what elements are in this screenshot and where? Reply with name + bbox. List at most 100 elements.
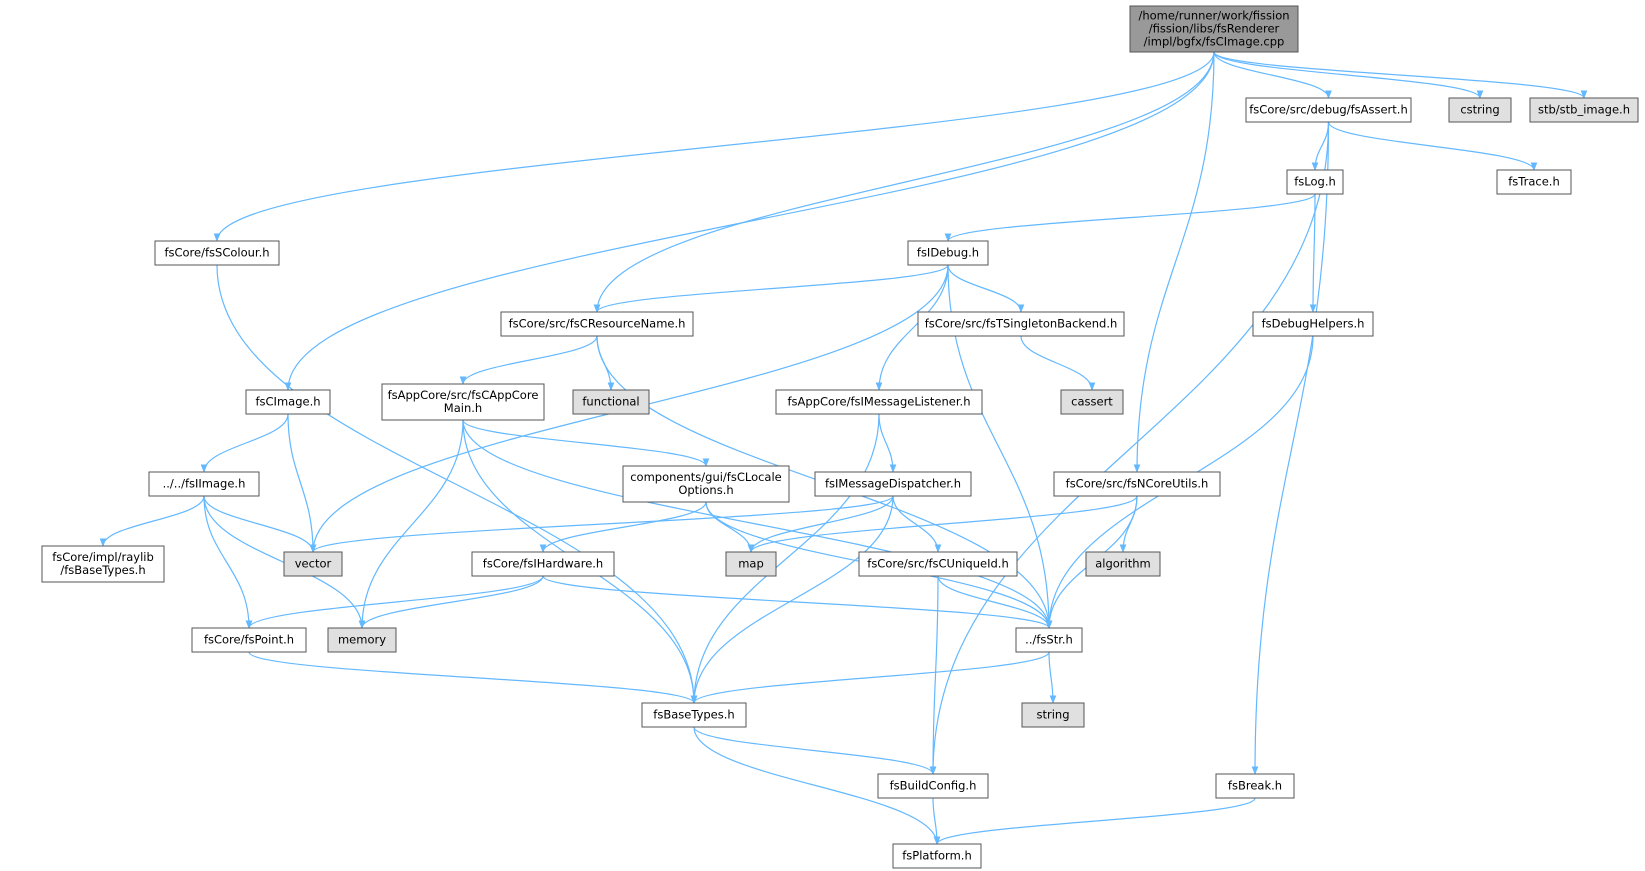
node-log[interactable]: fsLog.h bbox=[1286, 169, 1344, 195]
node-box-scolour bbox=[154, 240, 280, 266]
edge-root-to-cimage bbox=[284, 51, 1215, 391]
edge-iimage-to-vector bbox=[203, 495, 317, 553]
node-box-str bbox=[1015, 627, 1083, 653]
node-box-algorithm bbox=[1085, 551, 1161, 577]
edge-assert-to-break bbox=[1251, 121, 1330, 775]
node-label-functional-line-0: functional bbox=[582, 395, 639, 409]
edge-root-to-resname bbox=[593, 51, 1215, 313]
node-ncoreutils[interactable]: fsCore/src/fsNCoreUtils.h bbox=[1053, 471, 1221, 497]
edge-assert-to-log bbox=[1311, 121, 1330, 171]
node-label-debughelpers-line-0: fsDebugHelpers.h bbox=[1262, 317, 1365, 331]
node-label-assert-line-0: fsCore/src/debug/fsAssert.h bbox=[1249, 103, 1407, 117]
node-label-str-line-0: ../fsStr.h bbox=[1025, 633, 1073, 647]
edge-locale-to-ihardware bbox=[539, 501, 707, 553]
node-box-assert bbox=[1245, 97, 1412, 123]
node-vector: vector bbox=[283, 551, 343, 577]
node-label-map-line-0: map bbox=[738, 557, 764, 571]
node-assert[interactable]: fsCore/src/debug/fsAssert.h bbox=[1245, 97, 1412, 123]
node-box-debughelpers bbox=[1252, 311, 1374, 337]
node-str[interactable]: ../fsStr.h bbox=[1015, 627, 1083, 653]
node-buildconfig[interactable]: fsBuildConfig.h bbox=[877, 773, 989, 799]
node-box-basetypes bbox=[641, 702, 747, 728]
node-label-appcore-line-1: Main.h bbox=[444, 401, 482, 415]
edge-str-to-basetypes bbox=[690, 651, 1050, 704]
node-label-raylib-line-1: /fsBaseTypes.h bbox=[60, 563, 145, 577]
node-basetypes[interactable]: fsBaseTypes.h bbox=[641, 702, 747, 728]
node-stbimage: stb/stb_image.h bbox=[1529, 97, 1639, 123]
node-label-idebug-line-0: fsIDebug.h bbox=[917, 246, 979, 260]
node-point[interactable]: fsCore/fsPoint.h bbox=[191, 627, 307, 653]
node-box-cassert bbox=[1060, 389, 1124, 415]
node-label-platform-line-0: fsPlatform.h bbox=[902, 849, 971, 863]
edge-appcore-to-str bbox=[462, 419, 1053, 629]
node-box-singleton bbox=[917, 311, 1125, 337]
node-label-appcore-line-0: fsAppCore/src/fsCAppCore bbox=[388, 388, 539, 402]
node-label-root-line-0: /home/runner/work/fission bbox=[1138, 9, 1289, 23]
edge-iimage-to-raylib bbox=[99, 495, 205, 547]
node-label-ncoreutils-line-0: fsCore/src/fsNCoreUtils.h bbox=[1066, 477, 1209, 491]
edge-idebug-to-msglistener bbox=[875, 264, 949, 391]
node-box-buildconfig bbox=[877, 773, 989, 799]
edge-cimage-to-vector bbox=[287, 413, 317, 553]
node-label-log-line-0: fsLog.h bbox=[1294, 175, 1336, 189]
node-cimage[interactable]: fsCImage.h bbox=[245, 389, 331, 415]
node-box-msgdisp bbox=[814, 471, 972, 497]
edge-root-to-stbimage bbox=[1213, 51, 1588, 99]
edge-idebug-to-resname bbox=[593, 264, 949, 313]
node-uniqueid[interactable]: fsCore/src/fsCUniqueId.h bbox=[858, 551, 1018, 577]
node-debughelpers[interactable]: fsDebugHelpers.h bbox=[1252, 311, 1374, 337]
node-box-map bbox=[725, 551, 777, 577]
node-idebug[interactable]: fsIDebug.h bbox=[907, 240, 989, 266]
node-box-string bbox=[1021, 702, 1085, 728]
edge-msglistener-to-msgdisp bbox=[878, 413, 897, 473]
edge-root-to-cstring bbox=[1213, 51, 1484, 99]
node-box-resname bbox=[500, 311, 694, 337]
edge-resname-to-appcore bbox=[459, 335, 598, 385]
edge-str-to-string bbox=[1048, 651, 1057, 704]
node-box-point bbox=[191, 627, 307, 653]
edge-break-to-platform bbox=[933, 797, 1256, 845]
node-platform[interactable]: fsPlatform.h bbox=[892, 843, 982, 869]
node-box-cimage bbox=[245, 389, 331, 415]
node-string: string bbox=[1021, 702, 1085, 728]
edge-assert-to-buildconfig bbox=[929, 121, 1330, 775]
node-box-appcore bbox=[381, 383, 545, 421]
node-msgdisp[interactable]: fsIMessageDispatcher.h bbox=[814, 471, 972, 497]
edge-point-to-basetypes bbox=[248, 651, 698, 704]
node-label-uniqueid-line-0: fsCore/src/fsCUniqueId.h bbox=[867, 557, 1008, 571]
node-label-basetypes-line-0: fsBaseTypes.h bbox=[653, 708, 734, 722]
node-label-singleton-line-0: fsCore/src/fsTSingletonBackend.h bbox=[925, 317, 1118, 331]
node-box-raylib bbox=[41, 545, 165, 583]
node-iimage[interactable]: ../../fsIImage.h bbox=[148, 471, 260, 497]
edge-assert-to-trace bbox=[1327, 121, 1538, 171]
node-resname[interactable]: fsCore/src/fsCResourceName.h bbox=[500, 311, 694, 337]
edge-appcore-to-locale bbox=[462, 419, 710, 467]
node-box-trace bbox=[1496, 169, 1572, 195]
node-label-memory-line-0: memory bbox=[338, 633, 386, 647]
node-msglistener[interactable]: fsAppCore/fsIMessageListener.h bbox=[775, 389, 983, 415]
edge-msglistener-to-basetypes bbox=[690, 413, 880, 704]
edge-cimage-to-iimage bbox=[200, 413, 289, 473]
node-raylib[interactable]: fsCore/impl/raylib/fsBaseTypes.h bbox=[41, 545, 165, 583]
node-label-algorithm-line-0: algorithm bbox=[1095, 557, 1151, 571]
node-box-msglistener bbox=[775, 389, 983, 415]
node-cstring: cstring bbox=[1448, 97, 1512, 123]
node-box-memory bbox=[327, 627, 397, 653]
node-scolour[interactable]: fsCore/fsSColour.h bbox=[154, 240, 280, 266]
edge-msgdisp-to-vector bbox=[309, 495, 894, 553]
node-singleton[interactable]: fsCore/src/fsTSingletonBackend.h bbox=[917, 311, 1125, 337]
node-label-msgdisp-line-0: fsIMessageDispatcher.h bbox=[825, 477, 961, 491]
node-trace[interactable]: fsTrace.h bbox=[1496, 169, 1572, 195]
node-break[interactable]: fsBreak.h bbox=[1215, 773, 1295, 799]
node-label-cimage-line-0: fsCImage.h bbox=[255, 395, 320, 409]
node-label-root-line-2: /impl/bgfx/fsCImage.cpp bbox=[1144, 35, 1285, 49]
edge-locale-to-map bbox=[705, 501, 755, 553]
node-label-point-line-0: fsCore/fsPoint.h bbox=[204, 633, 294, 647]
node-algorithm: algorithm bbox=[1085, 551, 1161, 577]
node-box-functional bbox=[572, 389, 650, 415]
node-ihardware[interactable]: fsCore/fsIHardware.h bbox=[471, 551, 615, 577]
node-box-locale bbox=[622, 465, 790, 503]
node-label-cstring-line-0: cstring bbox=[1460, 103, 1499, 117]
